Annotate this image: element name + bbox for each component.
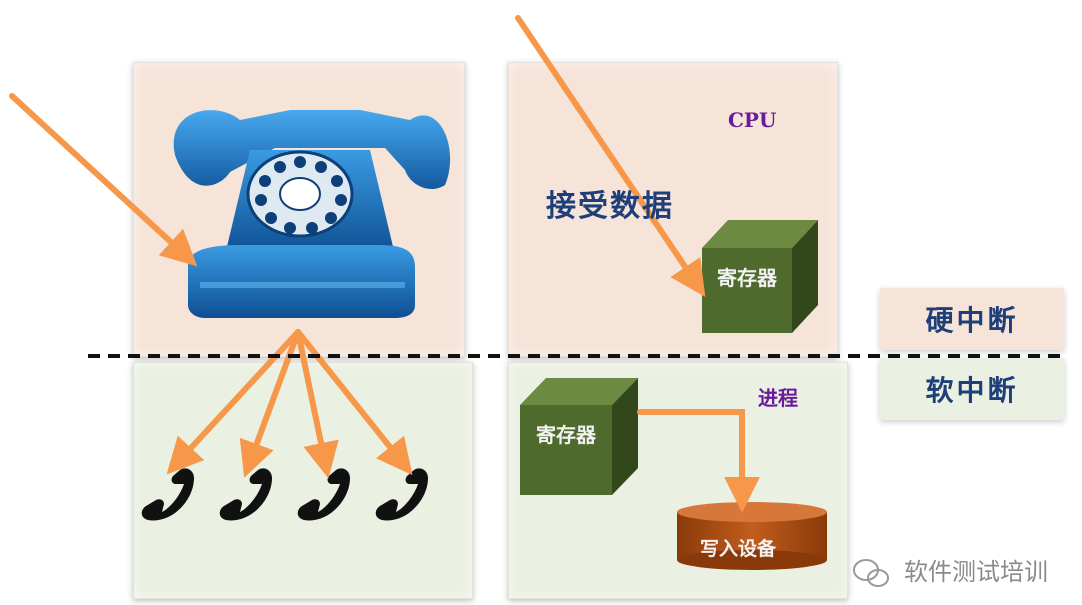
- soft-interrupt-label: 软中断: [925, 374, 1019, 407]
- handset-icon: [219, 468, 272, 521]
- hardware-register-label: 寄存器: [717, 266, 777, 290]
- rotary-telephone-icon: [173, 110, 451, 318]
- write-device-cylinder: [677, 502, 827, 570]
- incoming-data-arrow: [515, 15, 706, 297]
- incoming-call-arrow: [9, 93, 198, 267]
- dispatch-arrow-2: [239, 329, 301, 478]
- wechat-icon: [853, 559, 889, 587]
- cpu-label: CPU: [728, 108, 777, 132]
- soft-interrupt-box: 软中断: [880, 358, 1064, 420]
- dispatch-arrow-4: [295, 329, 413, 476]
- process-label: 进程: [758, 386, 798, 410]
- handset-icons-group: [141, 468, 428, 521]
- watermark-text: 软件测试培训: [904, 558, 1048, 586]
- software-register-cube: [520, 378, 638, 495]
- write-device-label: 写入设备: [700, 538, 777, 560]
- receive-data-label: 接受数据: [546, 189, 674, 224]
- hard-interrupt-box: 硬中断: [880, 288, 1064, 350]
- handset-icon: [375, 468, 428, 521]
- handset-icon: [297, 468, 350, 521]
- write-arrow: [637, 409, 760, 513]
- hard-interrupt-label: 硬中断: [925, 304, 1019, 337]
- arrows: [9, 15, 760, 513]
- handset-icon: [141, 468, 194, 521]
- dispatch-arrow-3: [295, 329, 339, 479]
- dispatch-arrow-1: [166, 329, 301, 475]
- hardware-register-cube: [702, 220, 818, 333]
- software-register-label: 寄存器: [536, 423, 596, 447]
